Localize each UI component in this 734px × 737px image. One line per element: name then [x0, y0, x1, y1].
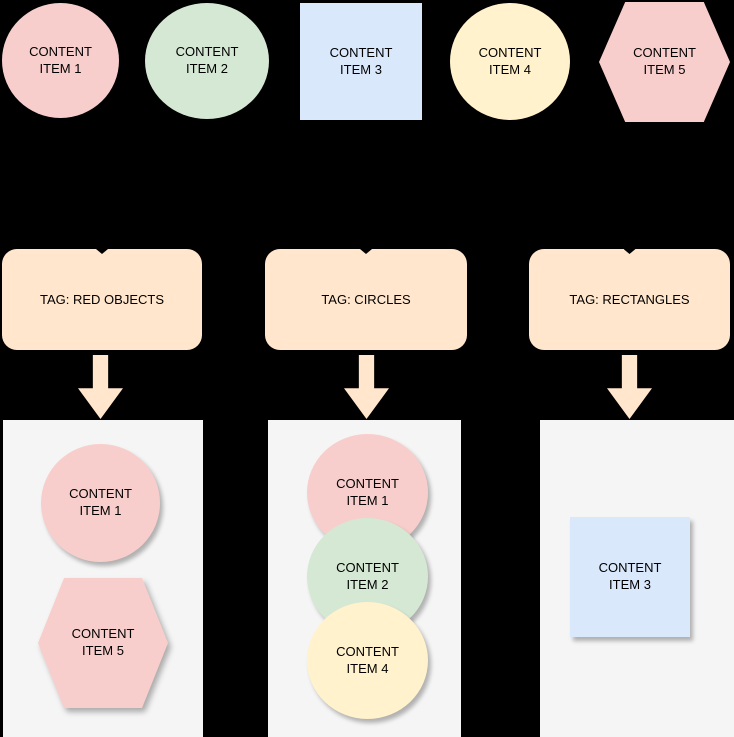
group-rectangles-container: CONTENT ITEM 3 [540, 420, 734, 737]
content-item-2-label: CONTENT ITEM 2 [175, 44, 239, 76]
hexagon-shape: CONTENT ITEM 5 [38, 578, 168, 708]
grouped-item-label: CONTENT ITEM 4 [336, 643, 399, 676]
content-item-2-circle: CONTENT ITEM 2 [145, 3, 269, 119]
content-item-3-square: CONTENT ITEM 3 [300, 3, 422, 120]
down-arrow-icon [78, 355, 123, 419]
tag-rectangles-box: TAG: RECTANGLES [529, 249, 730, 350]
content-item-3-label: CONTENT ITEM 3 [329, 44, 393, 77]
content-item-5-hexagon: CONTENT ITEM 5 [599, 2, 730, 122]
grouped-content-item-4-circle: CONTENT ITEM 4 [307, 602, 428, 719]
grouped-item-label: CONTENT ITEM 1 [69, 486, 132, 518]
grouped-content-item-5-hexagon: CONTENT ITEM 5 [38, 578, 168, 708]
content-item-5-label: CONTENT ITEM 5 [633, 45, 696, 77]
down-arrow-icon [607, 355, 652, 419]
content-item-1-label: CONTENT ITEM 1 [29, 43, 92, 76]
content-item-1-circle: CONTENT ITEM 1 [2, 3, 119, 118]
down-arrow-icon [344, 355, 389, 419]
hexagon-shape: CONTENT ITEM 5 [599, 2, 730, 122]
connector-arrowhead-icon [96, 249, 108, 254]
tag-rectangles-label: TAG: RECTANGLES [569, 292, 690, 307]
tag-circles-label: TAG: CIRCLES [321, 292, 411, 307]
group-circles-container: CONTENT ITEM 1 CONTENT ITEM 2 CONTENT IT… [268, 420, 461, 737]
content-item-4-circle: CONTENT ITEM 4 [450, 3, 570, 120]
group-red-objects-container: CONTENT ITEM 1 CONTENT ITEM 5 [3, 420, 203, 737]
grouped-content-item-2-circle: CONTENT ITEM 2 [307, 518, 428, 635]
tag-circles-box: TAG: CIRCLES [265, 249, 467, 350]
grouped-item-label: CONTENT ITEM 1 [336, 475, 399, 508]
connector-arrowhead-icon [623, 249, 636, 254]
connector-arrowhead-icon [360, 249, 372, 254]
grouped-item-label: CONTENT ITEM 5 [71, 626, 135, 658]
grouped-content-item-3-square: CONTENT ITEM 3 [570, 517, 690, 637]
grouped-content-item-1-circle: CONTENT ITEM 1 [41, 444, 160, 562]
grouped-item-label: CONTENT ITEM 3 [598, 560, 662, 592]
tag-red-objects-box: TAG: RED OBJECTS [2, 249, 202, 350]
content-item-4-label: CONTENT ITEM 4 [478, 44, 542, 77]
grouped-item-label: CONTENT ITEM 2 [336, 559, 399, 592]
tag-red-objects-label: TAG: RED OBJECTS [40, 292, 164, 307]
